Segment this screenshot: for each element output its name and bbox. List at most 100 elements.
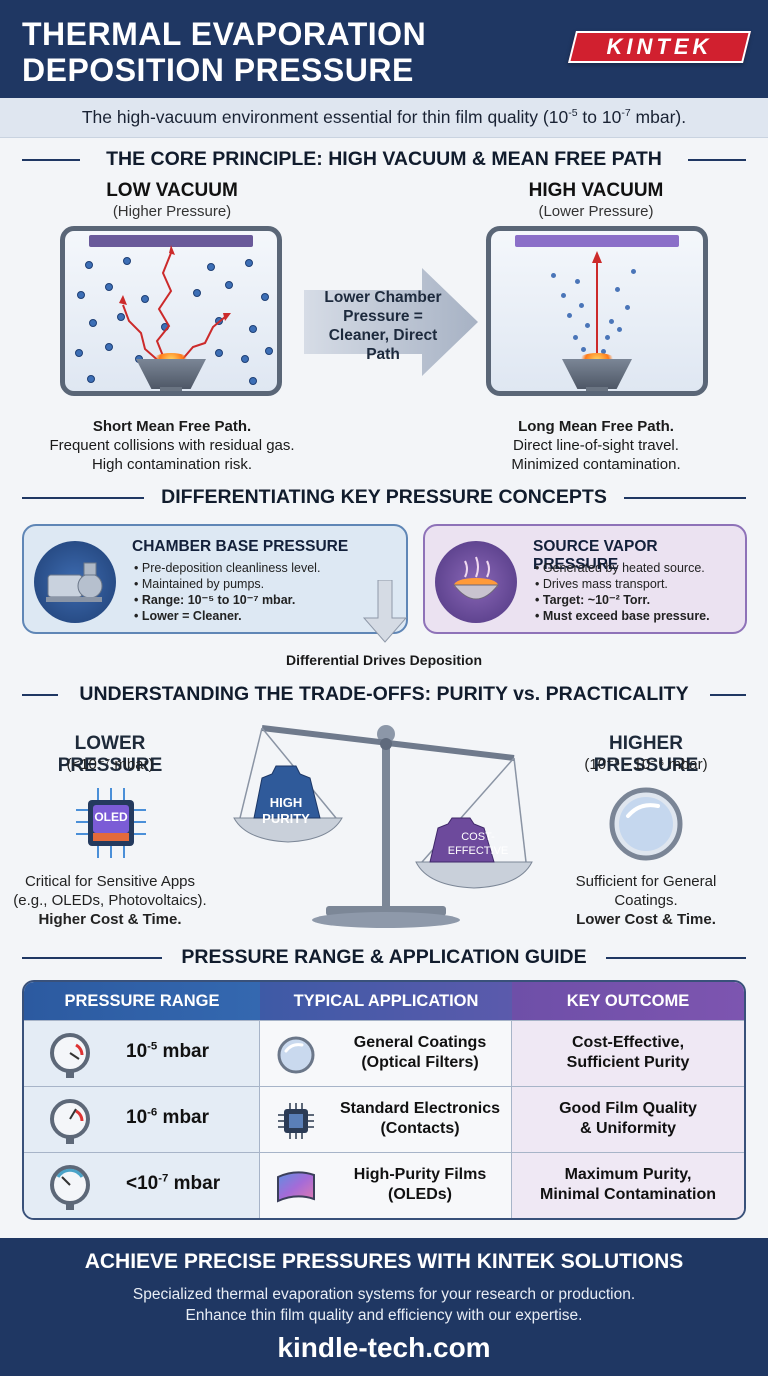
gas-molecule xyxy=(193,289,201,297)
low-vacuum-description: Short Mean Free Path. Frequent collision… xyxy=(22,417,322,474)
differential-label: Differential Drives Deposition xyxy=(285,652,483,668)
section-heading: PRESSURE RANGE & APPLICATION GUIDE xyxy=(0,946,768,969)
substrate-plate xyxy=(89,235,253,247)
pressure-base: 10 xyxy=(126,1041,148,1062)
bullet: Range: 10⁻⁵ to 10⁻⁷ mbar. xyxy=(134,592,320,608)
subtitle-exponent: -7 xyxy=(621,107,631,120)
pressure-exponent: -7 xyxy=(158,1172,169,1185)
outcome-line: Good Film Quality xyxy=(559,1100,697,1117)
column-header-application: TYPICAL APPLICATION xyxy=(260,982,512,1020)
desc-line: Lower Cost & Time. xyxy=(576,911,716,928)
chip-label: OLED xyxy=(94,810,128,824)
low-vacuum-title: LOW VACUUM xyxy=(106,180,238,201)
pressure-base: <10 xyxy=(126,1173,159,1194)
section-heading-text: PRESSURE RANGE & APPLICATION GUIDE xyxy=(171,946,597,968)
kintek-logo[interactable]: KINTEK xyxy=(568,31,751,63)
lens-icon xyxy=(277,1036,315,1074)
outcome-cell: Maximum Purity,Minimal Contamination xyxy=(512,1153,744,1218)
high-vacuum-subtitle: (Lower Pressure) xyxy=(538,203,654,220)
section-heading: DIFFERENTIATING KEY PRESSURE CONCEPTS xyxy=(0,486,768,509)
outcome-cell: Good Film Quality& Uniformity xyxy=(512,1087,744,1153)
divider xyxy=(22,159,80,161)
weight-label-line: PURITY xyxy=(262,811,310,826)
website-link[interactable]: kindle-tech.com xyxy=(277,1332,491,1363)
balance-scale-icon xyxy=(233,725,533,928)
application-cell: High-Purity Films(OLEDs) xyxy=(260,1153,512,1218)
application-text: Standard Electronics(Contacts) xyxy=(330,1099,510,1139)
pressure-value: <10-7 mbar xyxy=(126,1173,220,1195)
collision-paths-icon xyxy=(119,245,231,364)
footer-banner: ACHIEVE PRECISE PRESSURES WITH KINTEK SO… xyxy=(0,1238,768,1376)
weight-label-line: HIGH xyxy=(269,795,303,810)
table-row: 10-6 mbar Standard Electronics(Contacts)… xyxy=(24,1086,744,1153)
gas-molecule xyxy=(225,281,233,289)
pressure-base: 10 xyxy=(126,1107,148,1128)
table-row: <10-7 mbar High-Purity Films(OLEDs) Maxi… xyxy=(24,1152,744,1218)
desc-line: High contamination risk. xyxy=(91,456,253,473)
footer-description: Specialized thermal evaporation systems … xyxy=(0,1284,768,1326)
vapor-particle xyxy=(617,327,622,332)
lower-pressure-range: (<10⁻⁷ mbar) xyxy=(66,756,154,773)
arrow-text-line: Cleaner, Direct Path xyxy=(328,327,438,363)
bullet: Must exceed base pressure. xyxy=(535,608,710,624)
section-heading: UNDERSTANDING THE TRADE-OFFS: PURITY vs.… xyxy=(0,683,768,706)
chamber-base-pressure-card: CHAMBER BASE PRESSURE Pre-deposition cle… xyxy=(22,524,408,634)
lower-pressure-title: LOWER PRESSURE xyxy=(57,733,163,776)
gas-molecule xyxy=(261,293,269,301)
application-text: High-Purity Films(OLEDs) xyxy=(330,1165,510,1205)
section-heading-text: UNDERSTANDING THE TRADE-OFFS: PURITY vs.… xyxy=(69,683,699,705)
section-heading-text: THE CORE PRINCIPLE: HIGH VACUUM & MEAN F… xyxy=(96,148,672,170)
footer-line: Enhance thin film quality and efficiency… xyxy=(185,1307,583,1324)
desc-line: Direct line-of-sight travel. xyxy=(513,437,679,454)
vacuum-pump-icon xyxy=(34,541,116,623)
card-title: CHAMBER BASE PRESSURE xyxy=(132,538,349,555)
high-purity-weight-label: HIGH PURITY xyxy=(250,795,322,827)
application-cell: Standard Electronics(Contacts) xyxy=(260,1087,512,1153)
gas-molecule xyxy=(215,349,223,357)
desc-line: (e.g., OLEDs, Photovoltaics). xyxy=(13,892,207,909)
gas-molecule xyxy=(105,283,113,291)
pressure-exponent: -6 xyxy=(147,1106,158,1119)
section-guide-heading: PRESSURE RANGE & APPLICATION GUIDE xyxy=(0,943,768,973)
pressure-value: 10-6 mbar xyxy=(126,1107,209,1129)
cost-effective-weight-label: COST- EFFECTIVE xyxy=(436,830,520,858)
outcome-line: Sufficient Purity xyxy=(566,1054,690,1071)
gas-molecule xyxy=(249,377,257,385)
application-line: (Contacts) xyxy=(380,1120,460,1137)
direct-path-icon xyxy=(592,251,602,359)
divider xyxy=(22,694,58,696)
column-header-pressure: PRESSURE RANGE xyxy=(24,982,260,1020)
pressure-cell: 10-5 mbar xyxy=(24,1021,260,1087)
crucible-stem xyxy=(160,387,182,391)
logo-text: KINTEK xyxy=(606,34,713,59)
gas-molecule xyxy=(241,355,249,363)
heated-source-icon xyxy=(435,541,517,623)
desc-line: Sufficient for General xyxy=(575,873,717,890)
vapor-particle xyxy=(567,313,572,318)
vapor-particle xyxy=(573,335,578,340)
higher-pressure-description: Sufficient for General Coatings. Lower C… xyxy=(546,872,746,929)
desc-bold: Short Mean Free Path. xyxy=(92,418,252,435)
application-line: General Coatings xyxy=(353,1034,487,1051)
pressure-cell: <10-7 mbar xyxy=(24,1153,260,1218)
vapor-particle xyxy=(585,323,590,328)
column-header-outcome: KEY OUTCOME xyxy=(512,982,744,1020)
pressure-unit: mbar xyxy=(168,1173,221,1194)
footer-line: Specialized thermal evaporation systems … xyxy=(132,1286,636,1303)
vapor-particle xyxy=(579,303,584,308)
arrow-text: Lower Chamber Pressure = Cleaner, Direct… xyxy=(310,288,456,364)
gas-molecule xyxy=(87,375,95,383)
gas-molecule xyxy=(117,313,125,321)
gas-molecule xyxy=(89,319,97,327)
bullet: Generated by heated source. xyxy=(535,560,710,576)
outcome-line: Maximum Purity, xyxy=(564,1166,692,1183)
card-bullets: Generated by heated source. Drives mass … xyxy=(535,560,710,624)
vapor-particle xyxy=(561,293,566,298)
high-vacuum-chamber xyxy=(486,226,708,396)
subtitle-part: The high-vacuum environment essential fo… xyxy=(81,107,569,127)
flexible-oled-film-icon xyxy=(277,1171,315,1203)
subtitle-part: mbar). xyxy=(630,107,687,127)
subtitle: The high-vacuum environment essential fo… xyxy=(0,107,768,128)
gas-molecule xyxy=(141,295,149,303)
pressure-cell: 10-6 mbar xyxy=(24,1087,260,1153)
